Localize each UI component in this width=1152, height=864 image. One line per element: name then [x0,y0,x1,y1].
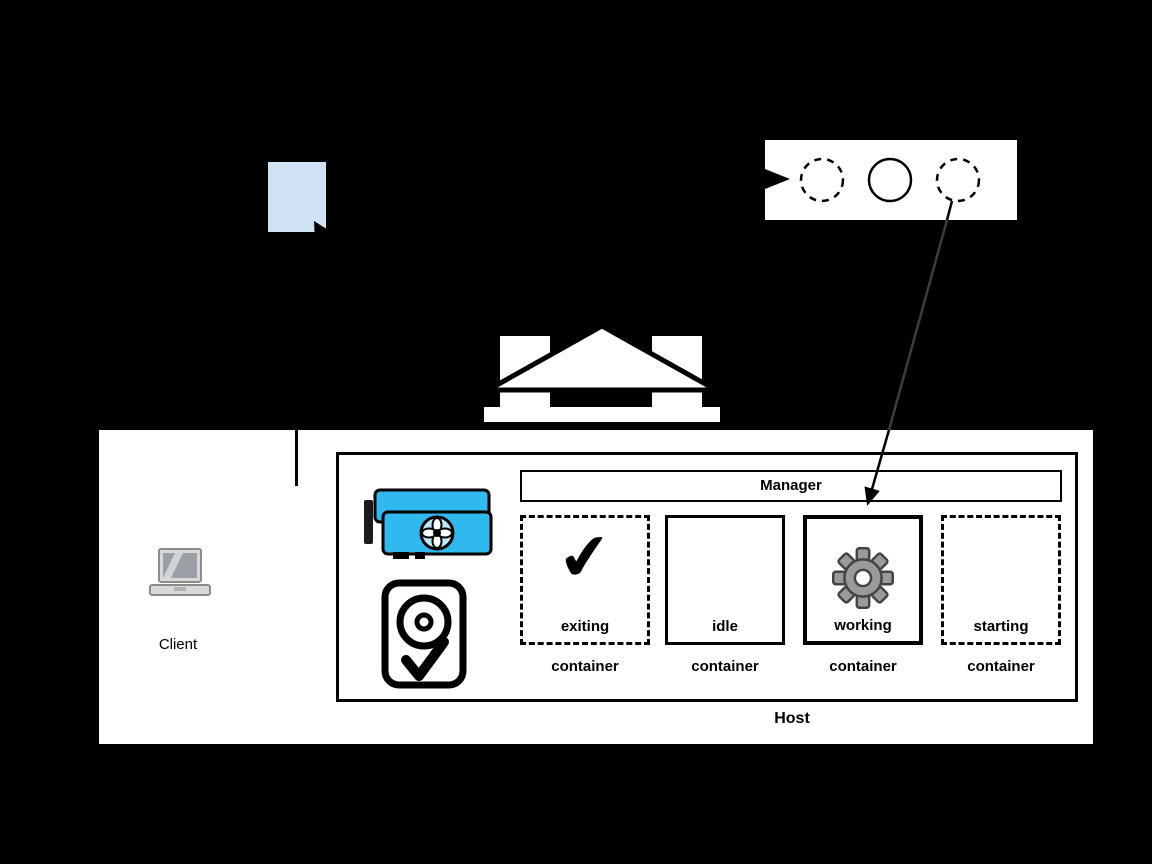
document-icon [268,162,326,232]
host-label: Host [774,710,810,727]
system-box: Manager [336,452,1078,702]
checkmark-icon: ✔ [554,518,616,598]
gpu-icon [364,488,493,559]
container-box-working: working [803,515,923,645]
building-icon [480,323,724,422]
container-label: container [829,658,897,675]
lifecycle-box [765,140,1017,220]
container-cell-exiting: ✔ exiting container [520,515,650,675]
hard-drive-icon [381,579,467,689]
dashed-circle [799,157,845,203]
container-cell-starting: starting container [941,515,1061,675]
lifecycle-to-working-line [887,219,949,431]
manager-bar: Manager [520,470,1062,502]
laptop-icon [149,548,211,596]
arrow-right-icon [765,169,790,189]
container-label: container [691,658,759,675]
building-base [484,407,720,422]
container-box-idle: idle [665,515,785,645]
container-state-label: exiting [560,618,610,635]
container-cell-idle: idle container [665,515,785,675]
container-cell-working: working container [803,515,923,675]
pediment-roof [480,323,724,393]
cursor-icon [314,221,333,246]
container-label: container [551,658,619,675]
container-state-label: idle [712,618,738,635]
container-box-starting: starting [941,515,1061,645]
container-state-label: working [834,617,892,634]
lifecycle-circles [765,157,981,203]
container-state-label: starting [973,618,1029,635]
gear-icon [832,547,894,609]
solid-circle [867,157,913,203]
container-box-exiting: ✔ exiting [520,515,650,645]
client-label: Client [158,636,198,653]
dashed-circle [935,157,981,203]
container-label: container [967,658,1035,675]
host-box: Client Manager [99,430,1093,744]
